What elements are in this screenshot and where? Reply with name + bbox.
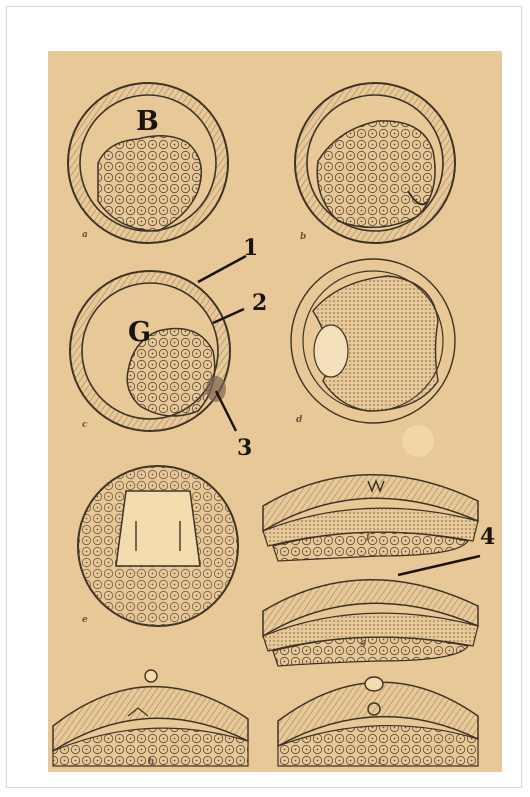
panel-letter-h: h	[148, 758, 155, 767]
panel-letter-i: i	[378, 758, 381, 767]
panel-letter-c: c	[82, 421, 87, 430]
embryology-plate: B G 1 2 3 4 a b c d e f g h i	[48, 51, 502, 772]
panel-letter-e: e	[82, 616, 88, 625]
panel-letter-d: d	[296, 416, 302, 425]
image-frame: B G 1 2 3 4 a b c d e f g h i	[6, 6, 522, 788]
label-3: 3	[237, 437, 252, 459]
label-gastrocoel: G	[128, 319, 151, 346]
plate-drawing	[48, 51, 502, 772]
panel-letter-b: b	[300, 233, 306, 242]
panel-letter-f: f	[366, 533, 370, 542]
panel-e-neurula-section	[78, 466, 238, 626]
panel-letter-a: a	[82, 231, 88, 240]
label-2: 2	[252, 292, 267, 314]
label-blastocoel: B	[136, 108, 159, 135]
label-1: 1	[243, 237, 258, 259]
panel-letter-g: g	[360, 639, 366, 648]
label-4: 4	[480, 526, 495, 548]
